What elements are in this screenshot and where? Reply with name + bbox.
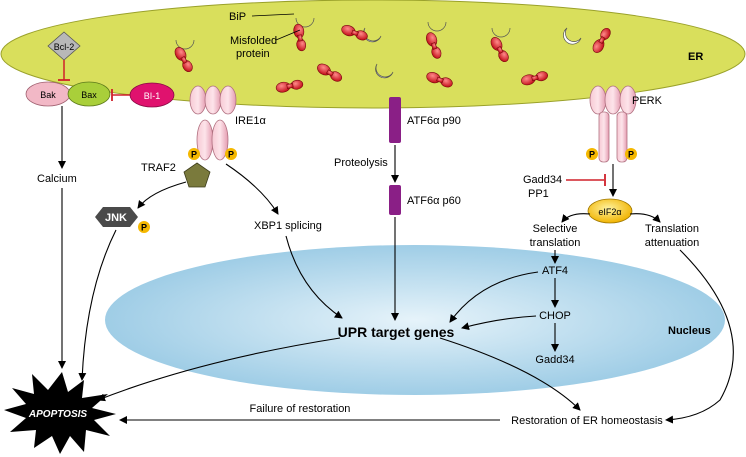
bak-node: Bak [25,81,71,107]
nucleus-label: Nucleus [668,325,711,337]
perk-label: PERK [632,95,663,107]
bi1-node: BI-1 [129,82,175,108]
upr-target-genes-label: UPR target genes [338,324,455,340]
perk-phospho-right: P [625,148,637,160]
perk-phospho-left: P [586,148,598,160]
bax-node: Bax [67,81,111,107]
jnk-node: JNK P [95,207,150,233]
gadd34-pp1-label-1: Gadd34 [523,174,562,186]
selective-label-2: translation [530,237,581,249]
svg-text:P: P [191,150,197,160]
gadd34-pp1-label-2: PP1 [528,188,549,200]
er-label: ER [688,51,703,63]
atf6-p60-label: ATF6α p60 [407,195,461,207]
misfolded-label-2: protein [236,48,270,60]
eif2a-node: eIF2α [587,198,633,224]
svg-text:P: P [628,150,634,160]
perk-receptor [589,85,637,163]
gadd34-label: Gadd34 [535,354,574,366]
failure-label: Failure of restoration [250,403,351,415]
svg-text:Bcl-2: Bcl-2 [54,42,75,52]
attenuation-label-2: attenuation [645,237,699,249]
misfolded-proteins [174,23,611,93]
attenuation-label-1: Translation [645,223,699,235]
apoptosis-node: APOPTOSIS [4,372,116,454]
ire1-phospho-left: P [188,148,200,160]
svg-text:Bax: Bax [81,90,97,100]
ire1-label: IRE1α [235,115,266,127]
nucleus [105,245,725,395]
calcium-label: Calcium [37,173,77,185]
misfolded-label-1: Misfolded [230,35,277,47]
svg-text:eIF2α: eIF2α [598,207,621,217]
pathway-arrows [58,106,734,424]
chop-label: CHOP [539,310,571,322]
selective-label-1: Selective [533,223,578,235]
ire1-phospho-right: P [225,148,237,160]
svg-text:JNK: JNK [105,212,127,224]
svg-text:BI-1: BI-1 [144,91,161,101]
ire1-receptor [189,85,237,161]
atf6-p60-bar [389,185,401,215]
traf2-label: TRAF2 [141,162,176,174]
xbp1-label: XBP1 splicing [254,220,322,232]
er-compartment [0,0,746,109]
svg-text:P: P [228,150,234,160]
atf6-p90-label: ATF6α p90 [407,115,461,127]
bip-label: BiP [229,11,246,23]
svg-text:P: P [141,223,147,233]
traf2-node [183,162,211,188]
atf4-label: ATF4 [542,265,568,277]
atf6-p90-bar [389,97,401,143]
svg-text:P: P [589,150,595,160]
svg-text:Bak: Bak [40,90,56,100]
proteolysis-label: Proteolysis [334,157,388,169]
svg-text:APOPTOSIS: APOPTOSIS [28,409,87,420]
restoration-label: Restoration of ER homeostasis [511,415,663,427]
